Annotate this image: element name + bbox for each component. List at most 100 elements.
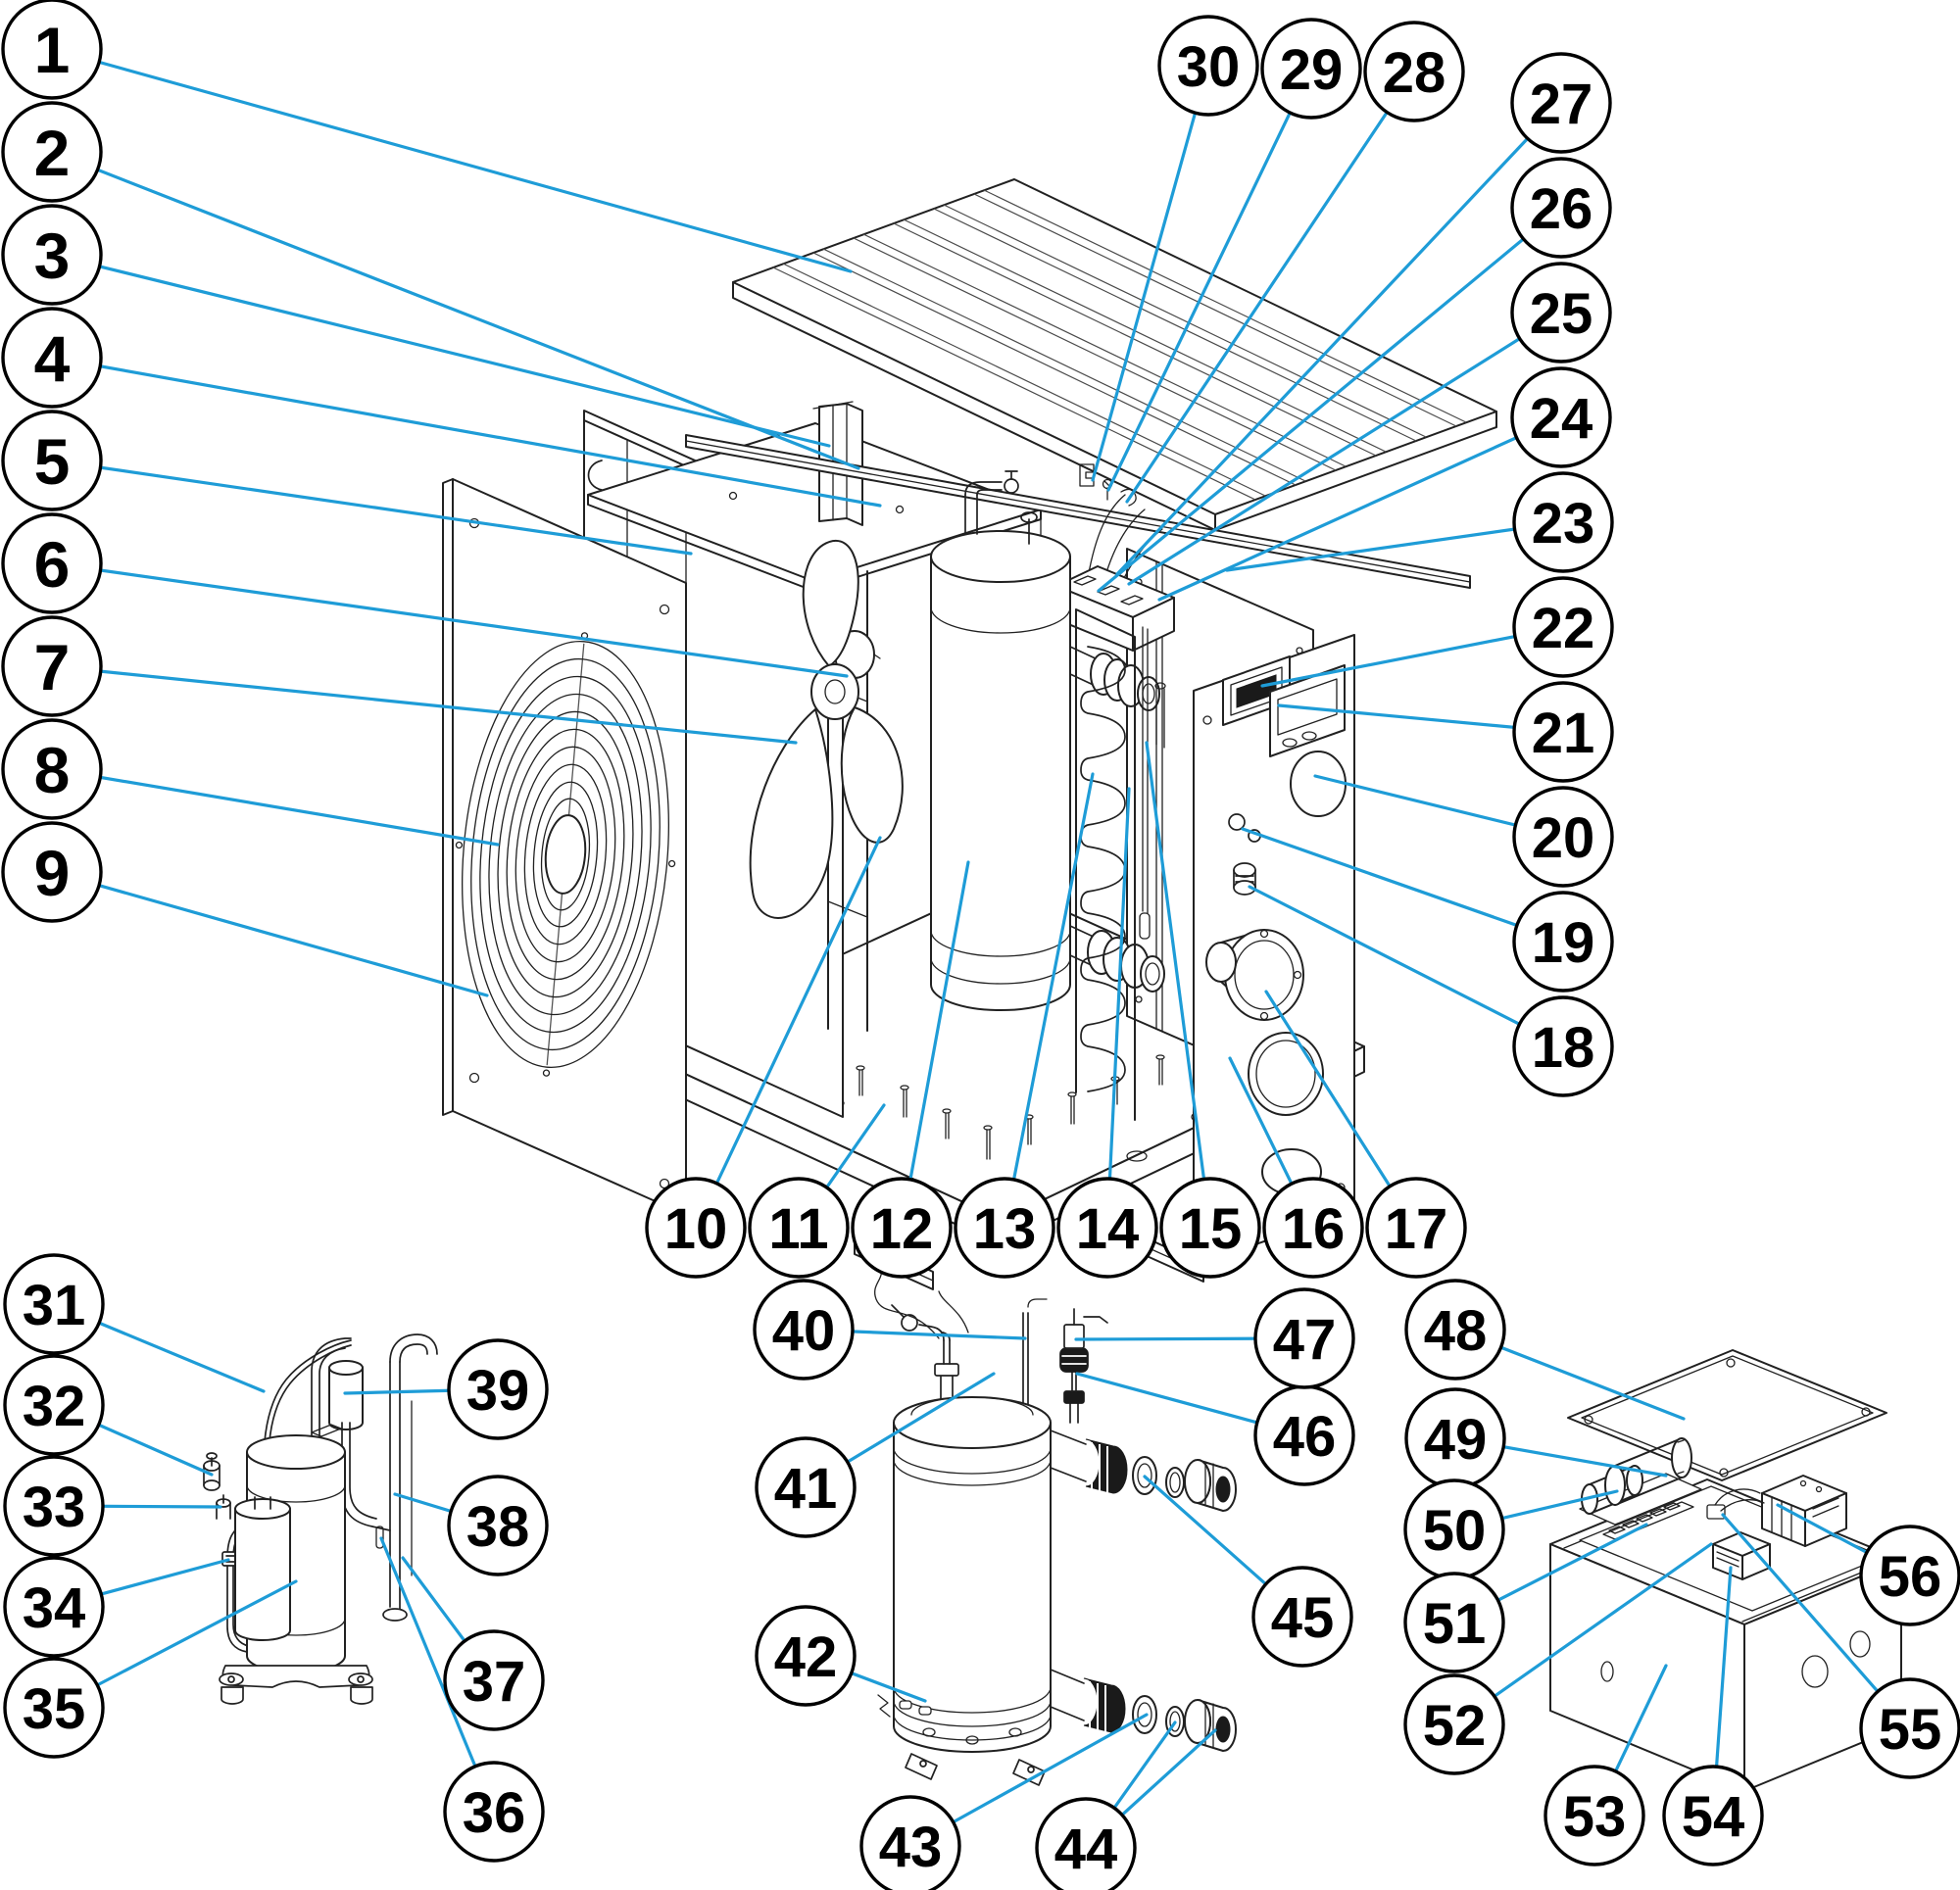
callout-number-33: 33 <box>23 1476 86 1539</box>
callout-circle-54 <box>1662 1765 1764 1866</box>
callout-number-48: 48 <box>1424 1299 1488 1363</box>
leader-line-18 <box>1248 885 1565 1048</box>
callout-circle-25 <box>1510 262 1612 363</box>
callout-number-13: 13 <box>973 1197 1037 1261</box>
exchanger-feet <box>905 1753 1046 1786</box>
callout-circle-10 <box>645 1177 747 1279</box>
callout-circle-6 <box>1 512 103 614</box>
leader-line-25 <box>1127 311 1563 586</box>
callout-circle-44 <box>1035 1797 1137 1890</box>
callout-11: 11 <box>748 1177 850 1279</box>
callout-circle-37 <box>443 1629 545 1731</box>
leader-line-6 <box>50 561 849 678</box>
callout-circle-20 <box>1512 786 1614 888</box>
leader-line-10 <box>694 836 882 1230</box>
callout-2: 2 <box>1 101 103 203</box>
callout-40: 40 <box>753 1279 855 1381</box>
callout-number-41: 41 <box>774 1457 838 1521</box>
terminal-strip <box>1602 1501 1694 1540</box>
water-port-hole <box>1248 1032 1324 1116</box>
callout-circle-1 <box>1 0 103 100</box>
callout-10: 10 <box>645 1177 747 1279</box>
callout-circle-28 <box>1363 21 1465 122</box>
callout-circle-7 <box>1 615 103 717</box>
leader-line-13 <box>1003 772 1095 1230</box>
callout-25: 25 <box>1510 262 1612 363</box>
callout-number-51: 51 <box>1423 1592 1487 1656</box>
fan-propeller <box>749 539 904 919</box>
trim-bar <box>685 434 1471 589</box>
callout-circle-3 <box>1 204 103 306</box>
front-panel <box>442 478 687 1216</box>
callout-53: 53 <box>1544 1765 1645 1866</box>
callout-circle-14 <box>1056 1177 1158 1279</box>
callout-50: 50 <box>1403 1478 1505 1580</box>
callout-circle-31 <box>3 1253 105 1355</box>
callout-circle-38 <box>447 1475 549 1576</box>
fan-grille <box>455 632 676 1077</box>
drain-parts <box>877 1694 932 1718</box>
callout-46: 46 <box>1253 1384 1355 1486</box>
callout-number-34: 34 <box>23 1576 86 1640</box>
leader-line-23 <box>1225 520 1565 572</box>
callout-number-49: 49 <box>1424 1408 1488 1472</box>
leader-line-9 <box>50 870 489 997</box>
callout-circle-29 <box>1260 18 1362 120</box>
leader-line-29 <box>1106 67 1313 492</box>
callout-number-36: 36 <box>463 1781 526 1845</box>
callout-4: 4 <box>1 307 103 409</box>
callout-circle-13 <box>954 1177 1055 1279</box>
callout-circle-18 <box>1512 995 1614 1097</box>
callout-circle-22 <box>1512 576 1614 678</box>
callout-45: 45 <box>1251 1566 1353 1668</box>
callout-circle-5 <box>1 410 103 511</box>
callout-number-8: 8 <box>34 734 71 806</box>
callout-circle-33 <box>3 1455 105 1557</box>
callout-circle-4 <box>1 307 103 409</box>
callout-circle-12 <box>851 1177 953 1279</box>
callout-48: 48 <box>1404 1279 1506 1381</box>
callout-circle-17 <box>1365 1177 1467 1279</box>
callout-number-35: 35 <box>23 1677 86 1741</box>
callout-26: 26 <box>1510 157 1612 259</box>
callout-42: 42 <box>755 1605 857 1707</box>
callout-circle-23 <box>1512 471 1614 573</box>
callout-54: 54 <box>1662 1765 1764 1866</box>
callout-number-7: 7 <box>34 631 71 703</box>
callout-circle-27 <box>1510 52 1612 154</box>
callout-29: 29 <box>1260 18 1362 120</box>
callout-31: 31 <box>3 1253 105 1355</box>
leader-line-24 <box>1157 415 1563 602</box>
callout-circle-19 <box>1512 891 1614 993</box>
callout-number-25: 25 <box>1530 282 1593 346</box>
callout-number-9: 9 <box>34 837 71 909</box>
leader-line-14 <box>1105 787 1131 1230</box>
callout-circle-32 <box>3 1354 105 1456</box>
callout-39: 39 <box>447 1338 549 1440</box>
callout-5: 5 <box>1 410 103 511</box>
callout-number-22: 22 <box>1532 597 1595 660</box>
callout-number-15: 15 <box>1179 1197 1243 1261</box>
callout-44: 44 <box>1035 1797 1137 1890</box>
display-cover <box>1290 751 1347 817</box>
callout-circle-47 <box>1253 1287 1355 1389</box>
callout-number-37: 37 <box>463 1650 526 1714</box>
callout-number-1: 1 <box>34 14 71 86</box>
callout-34: 34 <box>3 1556 105 1658</box>
leader-line-19 <box>1241 827 1565 944</box>
callout-circle-40 <box>753 1279 855 1381</box>
callout-circle-24 <box>1510 366 1612 468</box>
callout-6: 6 <box>1 512 103 614</box>
callout-35: 35 <box>3 1657 105 1759</box>
heat-exchanger-assembly <box>874 1265 1237 1786</box>
callout-28: 28 <box>1363 21 1465 122</box>
callout-number-56: 56 <box>1879 1545 1942 1609</box>
callout-circle-41 <box>755 1436 857 1538</box>
callout-number-42: 42 <box>774 1625 838 1689</box>
callout-32: 32 <box>3 1354 105 1456</box>
bottom-water-union <box>1069 925 1165 993</box>
callout-19: 19 <box>1512 891 1614 993</box>
callout-circle-51 <box>1403 1572 1505 1673</box>
callout-circle-15 <box>1159 1177 1261 1279</box>
